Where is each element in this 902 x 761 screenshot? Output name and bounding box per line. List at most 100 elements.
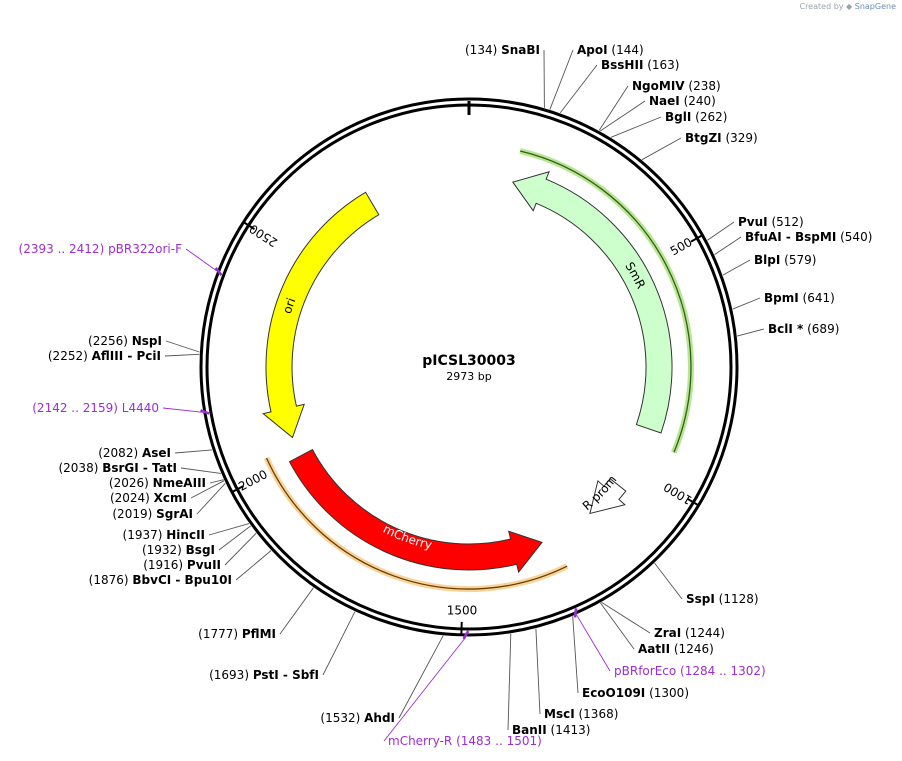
- site-label-snabi[interactable]: (134) SnaBI: [465, 43, 540, 57]
- site-label-pvuii[interactable]: (1916) PvuII: [143, 558, 221, 572]
- site-name: BclI *: [768, 322, 804, 336]
- primer-label-mcherry-r[interactable]: mCherry-R (1483 .. 1501): [388, 734, 542, 748]
- site-label-nmeaiii[interactable]: (2026) NmeAIII: [109, 476, 206, 490]
- leader-bfuai-bspmi: [714, 236, 742, 255]
- feature-label-ori: ori: [280, 296, 298, 316]
- site-label-sgrai[interactable]: (2019) SgrAI: [112, 507, 193, 521]
- leader-ecoo109i: [572, 616, 579, 694]
- site-name: L4440: [122, 401, 159, 415]
- mcherry-highlight-line: [265, 457, 568, 590]
- site-label-bfuai-bspmi[interactable]: BfuAI - BspMI (540): [745, 230, 872, 244]
- site-label-bbvci-bpu10i[interactable]: (1876) BbvCI - Bpu10I: [89, 573, 232, 587]
- site-label-pvui[interactable]: PvuI (512): [738, 215, 804, 229]
- feature-mcherry[interactable]: [288, 448, 543, 574]
- site-name: HincII: [166, 528, 205, 542]
- site-number: (2024): [110, 491, 154, 505]
- leader-banii: [507, 633, 512, 731]
- leader-bpmi: [732, 297, 761, 310]
- feature-ampr-promoter[interactable]: [589, 477, 627, 515]
- site-label-ecoo109i[interactable]: EcoO109I (1300): [582, 686, 689, 700]
- leader-blpi: [722, 259, 751, 276]
- site-label-afliii-pcii[interactable]: (2252) AflIII - PciI: [48, 349, 161, 363]
- leader-bsrgi-tati: [180, 467, 221, 474]
- site-label-hincii[interactable]: (1937) HincII: [123, 528, 205, 542]
- site-number: (2019): [112, 507, 156, 521]
- site-number: (2256): [88, 334, 132, 348]
- site-number: (689): [803, 322, 839, 336]
- site-number: (2142 .. 2159): [32, 401, 122, 415]
- site-label-banii[interactable]: BanII (1413): [512, 723, 590, 737]
- site-label-zrai[interactable]: ZraI (1244): [654, 626, 725, 640]
- site-label-asei[interactable]: (2082) AseI: [98, 446, 171, 460]
- site-number: (1932): [142, 543, 186, 557]
- site-number: (329): [722, 131, 758, 145]
- site-label-pflmi[interactable]: (1777) PflMI: [198, 627, 276, 641]
- leader-naei: [599, 100, 646, 132]
- primer-label-l4440[interactable]: (2142 .. 2159) L4440: [32, 401, 159, 415]
- site-label-psti-sbfi[interactable]: (1693) PstI - SbfI: [209, 668, 319, 682]
- site-name: PflMI: [242, 627, 276, 641]
- site-label-xcmi[interactable]: (2024) XcmI: [110, 491, 187, 505]
- site-number: (1246): [670, 642, 714, 656]
- site-name: EcoO109I: [582, 686, 645, 700]
- primer-label-pbr322ori-f[interactable]: (2393 .. 2412) pBR322ori-F: [19, 242, 183, 256]
- snapgene-credit: Created by ◆ SnapGene: [799, 2, 896, 11]
- site-name: NaeI: [649, 94, 680, 108]
- leader-ahdi: [398, 635, 444, 719]
- site-name: ZraI: [654, 626, 681, 640]
- site-name: AseI: [142, 446, 171, 460]
- site-name: PstI - SbfI: [253, 668, 319, 682]
- site-label-ahdi[interactable]: (1532) AhdI: [320, 711, 395, 725]
- tick-2500: [242, 221, 256, 230]
- feature-ori[interactable]: [262, 191, 380, 439]
- leader-pbrforeco: [576, 614, 611, 672]
- leader-nmeaiii: [209, 479, 224, 484]
- site-name: BfuAI - BspMI: [745, 230, 836, 244]
- site-name: pBR322ori-F: [108, 242, 182, 256]
- site-label-ngomiv[interactable]: NgoMIV (238): [632, 79, 721, 93]
- site-label-btgzi[interactable]: BtgZI (329): [685, 131, 758, 145]
- site-number: (2038): [58, 461, 102, 475]
- tick-label-1000: 1000: [661, 480, 694, 508]
- site-labels: (134) SnaBI ApoI (144)BssHII (163) NgoMIV …: [19, 43, 873, 748]
- site-label-bsrgi-tati[interactable]: (2038) BsrGI - TatI: [58, 461, 177, 475]
- site-label-apoi[interactable]: ApoI (144): [577, 43, 644, 57]
- leader-aatii: [600, 602, 635, 650]
- snapgene-logo-icon: ◆: [846, 2, 853, 11]
- site-label-msci[interactable]: MscI (1368): [544, 707, 618, 721]
- site-label-sspi[interactable]: SspI (1128): [686, 592, 759, 606]
- site-number: (1244): [681, 626, 725, 640]
- site-number: (238): [685, 79, 721, 93]
- plasmid-size: 2973 bp: [446, 370, 491, 383]
- leader-pflmi: [279, 587, 314, 635]
- site-name: BanII: [512, 723, 547, 737]
- leader-sspi: [654, 562, 683, 600]
- site-name: BsgI: [186, 543, 215, 557]
- backbone-outer-ring: [199, 97, 739, 637]
- feature-smr[interactable]: [511, 171, 673, 434]
- site-number: (1368): [575, 707, 619, 721]
- site-name: BlpI: [754, 253, 780, 267]
- site-label-bcli[interactable]: BclI * (689): [768, 322, 839, 336]
- primer-label-pbrforeco[interactable]: pBRforEco (1284 .. 1302): [614, 664, 766, 678]
- leader-zrai: [601, 601, 651, 634]
- site-label-aatii[interactable]: AatII (1246): [638, 642, 714, 656]
- site-number: (1300): [645, 686, 689, 700]
- site-label-bgli[interactable]: BglI (262): [665, 110, 727, 124]
- site-number: (240): [680, 94, 716, 108]
- site-label-bsgi[interactable]: (1932) BsgI: [142, 543, 215, 557]
- leader-bsgi: [218, 525, 251, 551]
- site-label-bpmi[interactable]: BpmI (641): [764, 291, 835, 305]
- primer-mark-pbr322ori-f: [214, 267, 223, 276]
- plasmid-center-text: pICSL30003 2973 bp: [422, 353, 515, 383]
- site-label-nspi[interactable]: (2256) NspI: [88, 334, 162, 348]
- feature-highlights: [263, 148, 694, 593]
- site-number: (2026): [109, 476, 153, 490]
- plasmid-name: pICSL30003: [422, 353, 515, 369]
- site-label-naei[interactable]: NaeI (240): [649, 94, 716, 108]
- tick-500: [690, 234, 703, 243]
- feature-arrows: oriSmRmCherryAmpR promoter: [0, 0, 673, 574]
- site-label-bsshii[interactable]: BssHII (163): [601, 58, 680, 72]
- leader-btgzi: [641, 137, 682, 161]
- site-label-blpi[interactable]: BlpI (579): [754, 253, 816, 267]
